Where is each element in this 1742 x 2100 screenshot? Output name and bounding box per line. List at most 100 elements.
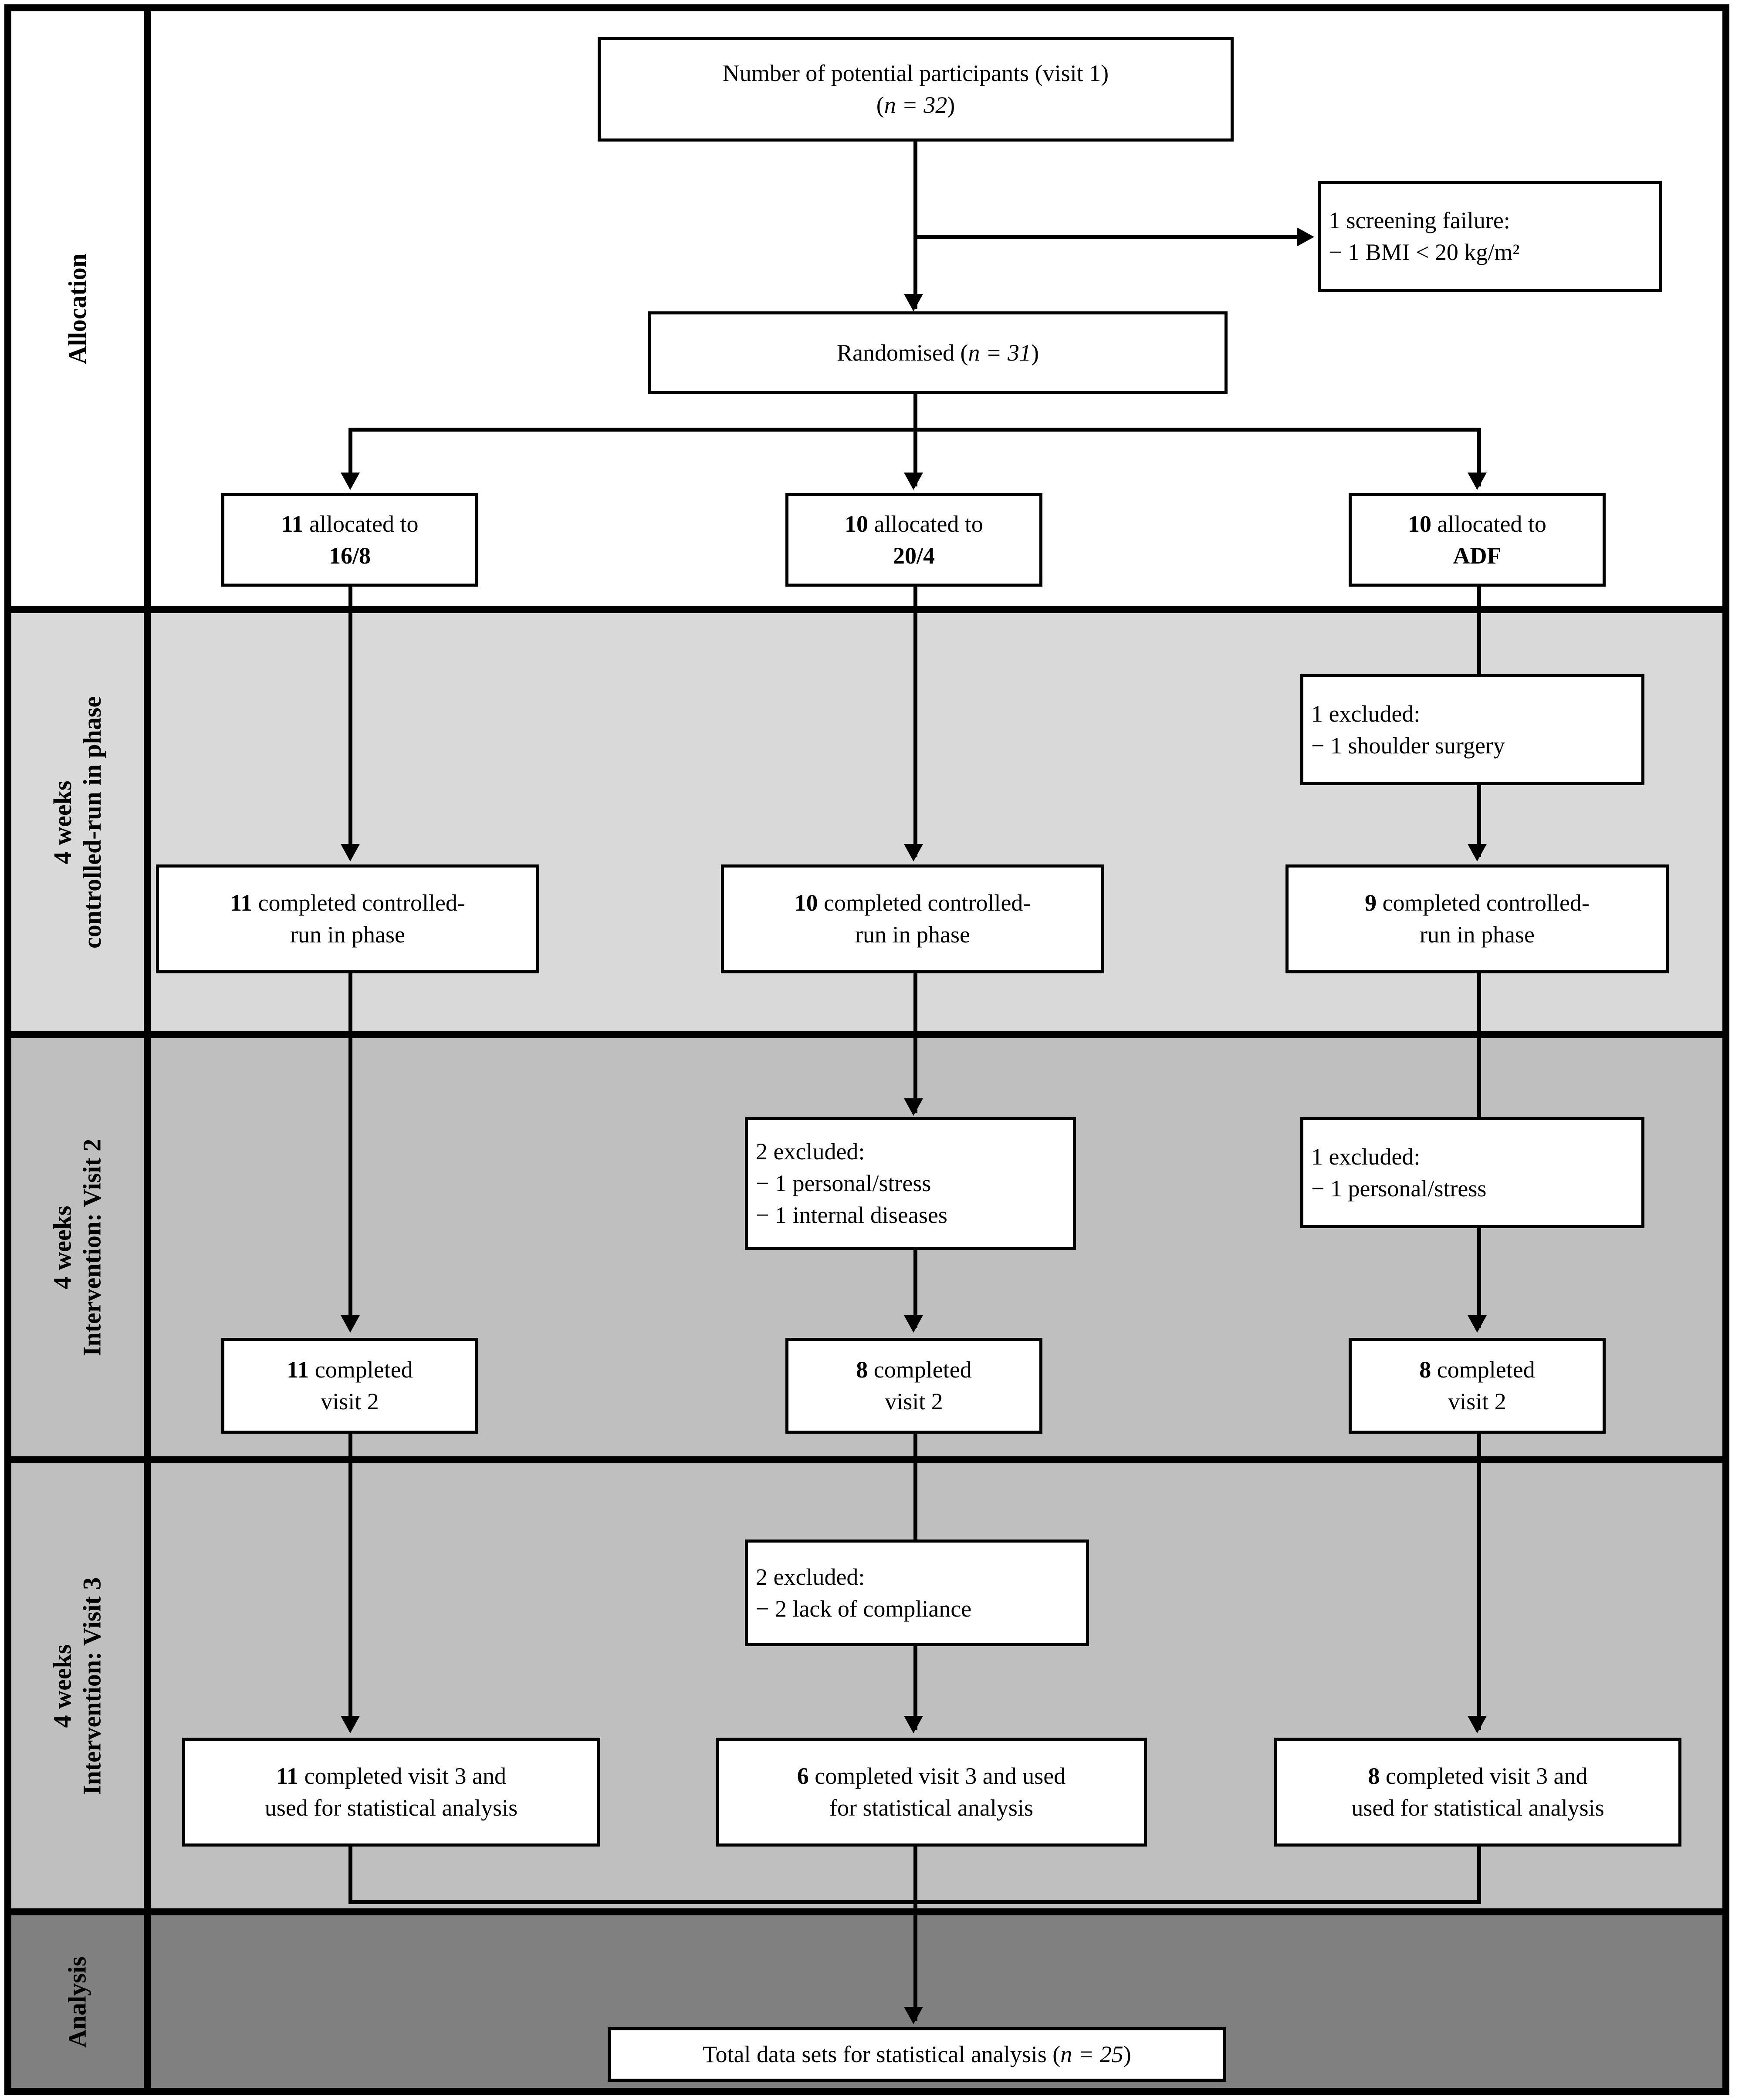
arrowhead-arm2-v2 — [904, 1315, 923, 1333]
node-v3-completed-arm2-count: 6 — [797, 1763, 809, 1789]
paren-open: ( — [876, 92, 884, 118]
arrowhead-arm1-runin — [341, 844, 360, 861]
connector-arm2-alloc-to-runin — [913, 587, 917, 857]
phase-label-visit3: 4 weeks Intervention: Visit 3 — [11, 1463, 144, 1908]
node-v2-completed-arm1-rest: completed — [309, 1357, 413, 1383]
phase-label-allocation: Allocation — [11, 11, 144, 606]
node-potential-line1: Number of potential participants (visit … — [722, 60, 1109, 87]
connector-arm1-v3-to-merge — [348, 1847, 352, 1903]
node-allocation-arm2-count: 10 — [845, 510, 869, 537]
node-total-suffix: ) — [1123, 2041, 1131, 2068]
node-v2-excluded-arm3-line2: − 1 personal/stress — [1311, 1175, 1487, 1202]
node-screening-failure-line2: − 1 BMI < 20 kg/m² — [1329, 239, 1520, 265]
diagram-frame — [4, 4, 1729, 2095]
arrowhead-arm3-runin — [1468, 844, 1487, 861]
paren-close: ) — [947, 92, 955, 118]
phase-label-visit2-line1: 4 weeks — [48, 1205, 77, 1289]
node-v2-completed-arm1: 11 completed visit 2 — [221, 1338, 478, 1434]
node-runin-completed-arm1-line2: run in phase — [290, 922, 405, 948]
connector-randomised-stem — [913, 394, 917, 431]
node-potential-n: n = 32 — [884, 92, 947, 118]
node-allocation-arm3-count: 10 — [1408, 510, 1432, 537]
node-runin-completed-arm1-count: 11 — [230, 890, 253, 916]
node-v2-excluded-arm2-line2: − 1 personal/stress — [756, 1170, 931, 1197]
node-v3-completed-arm1-line2: used for statistical analysis — [264, 1795, 518, 1821]
node-v3-completed-arm3-line2: used for statistical analysis — [1351, 1795, 1604, 1821]
node-runin-completed-arm3-rest: completed controlled- — [1377, 890, 1590, 916]
connector-randomised-to-arm3 — [1477, 428, 1481, 486]
node-v3-completed-arm3: 8 completed visit 3 and used for statist… — [1274, 1738, 1681, 1847]
phase-label-runin: 4 weeks controlled-run in phase — [11, 613, 144, 1031]
node-runin-completed-arm3-count: 9 — [1365, 890, 1377, 916]
arrowhead-arm2-alloc — [904, 473, 923, 490]
node-allocation-arm3-rest: allocated to — [1431, 510, 1546, 537]
node-v3-completed-arm1-rest: completed visit 3 and — [298, 1763, 506, 1789]
connector-arm2-runin-to-excl — [913, 973, 917, 1113]
node-v2-excluded-arm2: 2 excluded: − 1 personal/stress − 1 inte… — [745, 1117, 1076, 1250]
band-separator-4 — [4, 1908, 1729, 1915]
node-runin-completed-arm2: 10 completed controlled- run in phase — [721, 864, 1104, 973]
phase-label-analysis-text: Analysis — [63, 1956, 91, 2048]
node-v3-completed-arm2-line2: for statistical analysis — [829, 1795, 1033, 1821]
arrowhead-arm2-v3 — [904, 1716, 923, 1733]
node-v3-completed-arm3-rest: completed visit 3 and — [1380, 1763, 1588, 1789]
node-v2-completed-arm3-count: 8 — [1419, 1357, 1431, 1383]
node-allocation-arm1-count: 11 — [281, 510, 304, 537]
node-allocation-arm1-arm: 16/8 — [328, 542, 371, 569]
phase-label-column-divider — [144, 4, 151, 2095]
connector-arm2-v3-to-analysis — [913, 1847, 917, 2021]
connector-arm2-excl-to-v2 — [913, 1250, 917, 1328]
node-runin-completed-arm2-rest: completed controlled- — [818, 890, 1031, 916]
connector-randomised-to-arm1 — [348, 428, 352, 486]
node-runin-completed-arm1: 11 completed controlled- run in phase — [156, 864, 539, 973]
connector-potential-to-randomised — [913, 142, 917, 309]
arrowhead-arm2-runin — [904, 844, 923, 861]
arrowhead-analysis — [904, 2007, 923, 2024]
node-randomised-n: n = 31 — [968, 339, 1031, 366]
connector-arm2-v2-to-excl — [913, 1434, 917, 1543]
arrowhead-arm3-v2 — [1468, 1315, 1487, 1333]
node-randomised-suffix: ) — [1031, 339, 1039, 366]
node-allocation-arm1: 11 allocated to 16/8 — [221, 493, 478, 587]
node-v3-completed-arm2-rest: completed visit 3 and used — [808, 1763, 1066, 1789]
node-v3-completed-arm1-count: 11 — [276, 1763, 299, 1789]
node-total-n: n = 25 — [1060, 2041, 1123, 2068]
phase-label-analysis: Analysis — [11, 1915, 144, 2089]
connector-arm3-v2-to-v3 — [1477, 1434, 1481, 1730]
connector-arm3-runin-to-excl — [1477, 973, 1481, 1117]
arrowhead-arm3-alloc — [1468, 473, 1487, 490]
node-v3-completed-arm1: 11 completed visit 3 and used for statis… — [182, 1738, 600, 1847]
node-v2-excluded-arm3-line1: 1 excluded: — [1311, 1143, 1421, 1170]
node-runin-completed-arm2-count: 10 — [794, 890, 818, 916]
connector-arm3-excl-to-v2 — [1477, 1228, 1481, 1328]
arrowhead-arm1-v2 — [341, 1315, 360, 1333]
node-randomised-prefix: Randomised ( — [837, 339, 968, 366]
connector-arm3-alloc-to-excl — [1477, 587, 1481, 676]
band-separator-1 — [4, 606, 1729, 613]
node-v2-completed-arm2-line2: visit 2 — [885, 1388, 943, 1415]
node-allocation-arm2-rest: allocated to — [868, 510, 983, 537]
band-separator-2 — [4, 1031, 1729, 1038]
phase-label-visit2: 4 weeks Intervention: Visit 2 — [11, 1038, 144, 1456]
node-v2-completed-arm2-rest: completed — [868, 1357, 972, 1383]
connector-arm1-alloc-to-runin — [348, 587, 352, 857]
node-v3-excluded-arm2-line1: 2 excluded: — [756, 1563, 865, 1590]
node-runin-excluded-arm3-line2: − 1 shoulder surgery — [1311, 732, 1505, 759]
arrowhead-arm3-v3 — [1468, 1716, 1487, 1733]
arrowhead-screening-failure — [1297, 227, 1314, 246]
node-v3-excluded-arm2: 2 excluded: − 2 lack of compliance — [745, 1540, 1089, 1646]
node-allocation-arm3: 10 allocated to ADF — [1349, 493, 1606, 587]
node-randomised: Randomised (n = 31) — [648, 311, 1228, 394]
node-allocation-arm3-arm: ADF — [1453, 542, 1502, 569]
node-v2-excluded-arm2-line1: 2 excluded: — [756, 1138, 865, 1165]
node-allocation-arm2: 10 allocated to 20/4 — [785, 493, 1042, 587]
phase-label-visit3-line1: 4 weeks — [48, 1644, 77, 1728]
phase-label-allocation-text: Allocation — [63, 253, 91, 365]
node-runin-completed-arm3-line2: run in phase — [1420, 922, 1535, 948]
connector-to-screening-failure — [913, 235, 1297, 239]
phase-label-visit2-line2: Intervention: Visit 2 — [78, 1138, 106, 1356]
node-screening-failure-line1: 1 screening failure: — [1329, 207, 1510, 233]
node-v3-excluded-arm2-line2: − 2 lack of compliance — [756, 1595, 972, 1622]
node-v2-completed-arm1-line2: visit 2 — [321, 1388, 379, 1415]
